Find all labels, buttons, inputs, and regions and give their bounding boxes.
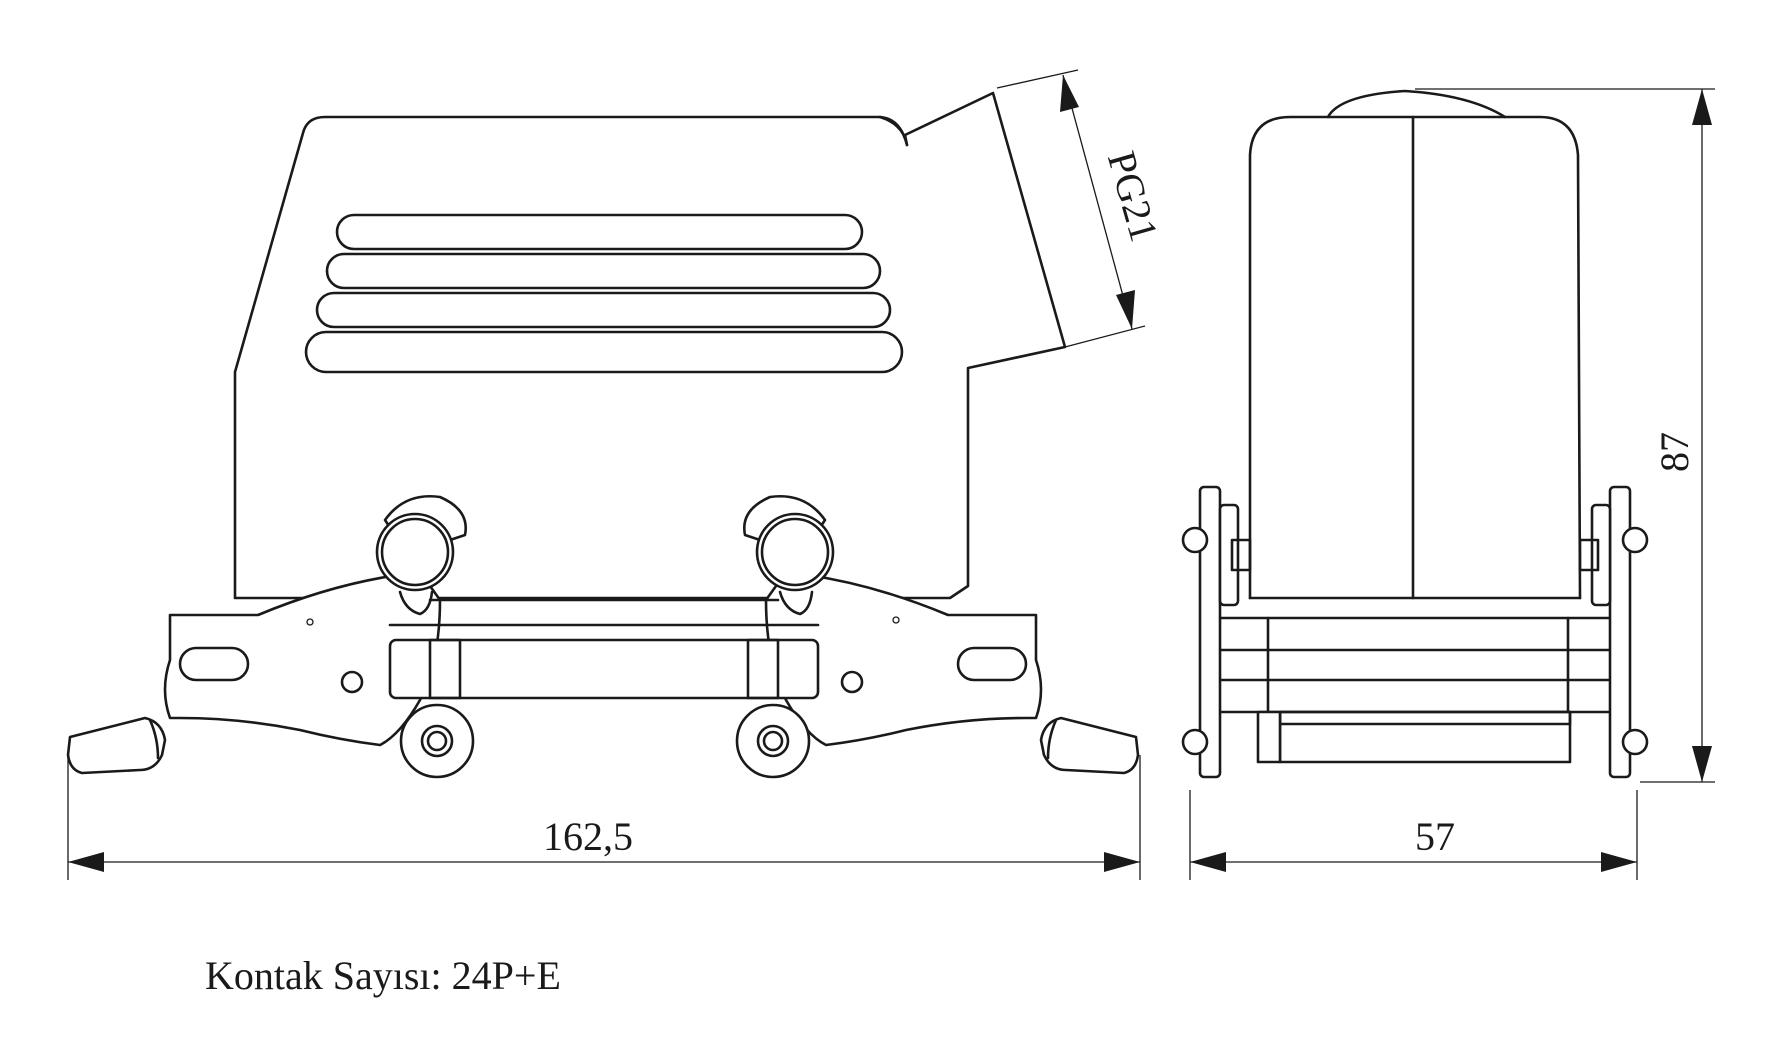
dimension-height: 87 — [1415, 88, 1715, 783]
side-view — [1181, 89, 1649, 779]
contact-count-caption: Kontak Sayısı: 24P+E — [205, 953, 561, 998]
dim-label-width-side: 57 — [1415, 814, 1455, 859]
side-hood-body — [1248, 115, 1582, 600]
hood-body — [233, 91, 1067, 600]
vent-grooves — [304, 213, 904, 374]
pivot-roller-left — [399, 703, 475, 779]
dim-label-height: 87 — [1652, 432, 1697, 472]
side-lever-left — [1181, 485, 1252, 779]
dimension-cable-entry: PG21 — [996, 69, 1167, 348]
locking-peg-left — [375, 494, 468, 616]
pivot-roller-right — [735, 703, 811, 779]
side-base — [1210, 616, 1620, 714]
cable-entry-edge — [878, 115, 909, 147]
side-lever-right — [1578, 485, 1649, 779]
dim-label-width-front: 162,5 — [543, 814, 633, 859]
lever-handle-right — [1039, 716, 1140, 775]
base-plate — [388, 638, 820, 700]
side-dome — [1326, 89, 1507, 119]
dimension-width-front: 162,5 — [67, 755, 1141, 880]
dimension-width-side: 57 — [1189, 790, 1638, 880]
dim-label-cable-entry: PG21 — [1099, 146, 1167, 246]
lever-handle-left — [66, 716, 167, 775]
locking-peg-right — [742, 494, 835, 616]
front-view — [66, 91, 1140, 779]
